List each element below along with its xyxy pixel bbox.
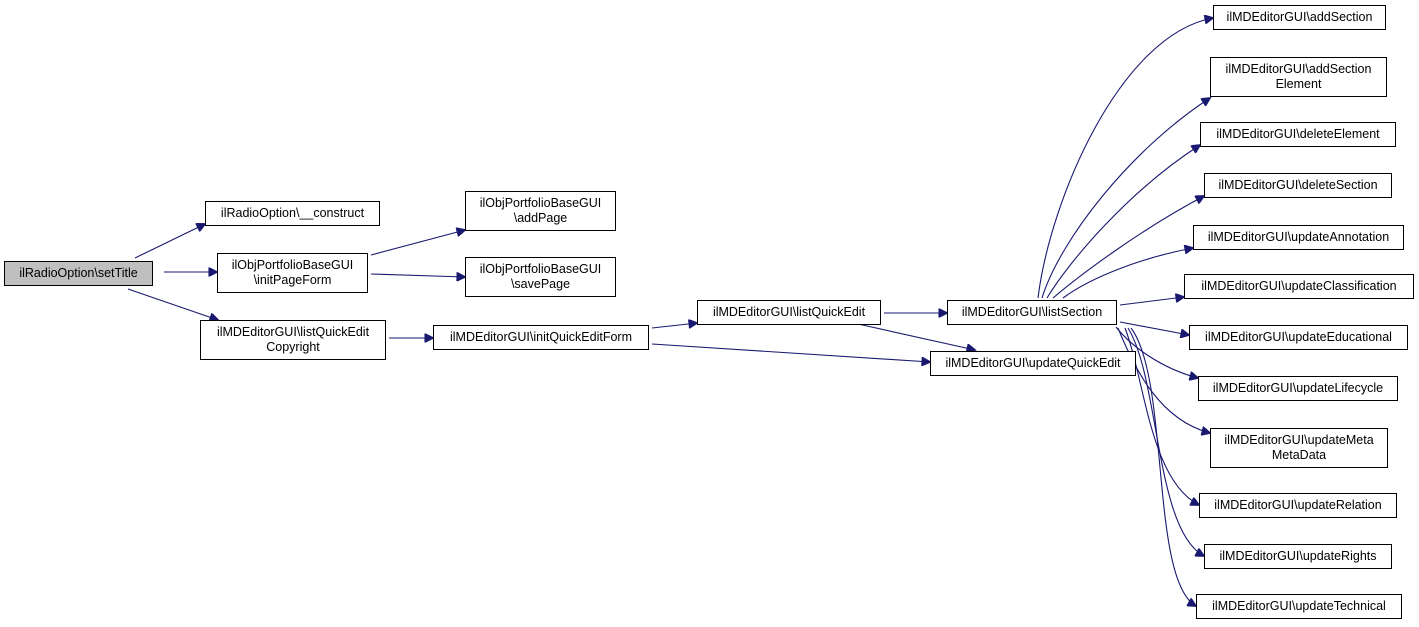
node-mdeditor-listsection[interactable]: ilMDEditorGUI\listSection xyxy=(947,300,1117,325)
node-mdeditor-updateclassification[interactable]: ilMDEditorGUI\updateClassification xyxy=(1184,274,1414,299)
node-mdeditor-deletesection[interactable]: ilMDEditorGUI\deleteSection xyxy=(1204,173,1392,198)
edge-updaterights-to-listsection xyxy=(1127,327,1204,556)
edge-updateclassification-to-listsection xyxy=(1119,297,1184,306)
node-mdeditor-deleteelement[interactable]: ilMDEditorGUI\deleteElement xyxy=(1200,122,1396,147)
edge-addsection-to-listsection xyxy=(1037,18,1213,299)
node-mdeditor-initquickeditform[interactable]: ilMDEditorGUI\initQuickEditForm xyxy=(433,325,649,350)
node-mdeditor-addsection[interactable]: ilMDEditorGUI\addSection xyxy=(1213,5,1386,30)
edge-updatelifecycle-to-listsection xyxy=(1115,326,1198,378)
edge-updaterelation-to-listsection xyxy=(1124,327,1199,505)
node-mdeditor-updateannotation[interactable]: ilMDEditorGUI\updateAnnotation xyxy=(1193,225,1404,250)
node-portfolio-savepage[interactable]: ilObjPortfolioBaseGUI \savePage xyxy=(465,257,616,297)
edge-construct-to-settitle xyxy=(134,224,205,259)
edge-updateannotation-to-listsection xyxy=(1062,248,1193,299)
node-portfolio-initpageform[interactable]: ilObjPortfolioBaseGUI \initPageForm xyxy=(217,253,368,293)
node-mdeditor-addsectionelement[interactable]: ilMDEditorGUI\addSection Element xyxy=(1210,57,1387,97)
node-mdeditor-updatetechnical[interactable]: ilMDEditorGUI\updateTechnical xyxy=(1196,594,1402,619)
edge-updatequickedit-to-listquickedit xyxy=(857,323,975,350)
node-mdeditor-updateeducational[interactable]: ilMDEditorGUI\updateEducational xyxy=(1189,325,1408,350)
node-mdeditor-updatemetametadata[interactable]: ilMDEditorGUI\updateMeta MetaData xyxy=(1210,428,1388,468)
edge-deletesection-to-listsection xyxy=(1052,196,1204,299)
edge-deleteelement-to-listsection xyxy=(1046,145,1200,299)
node-mdeditor-listquickedit[interactable]: ilMDEditorGUI\listQuickEdit xyxy=(697,300,881,325)
edge-savepage-to-initpageform xyxy=(370,274,465,277)
edge-addsectionelement-to-listsection xyxy=(1041,98,1210,299)
edge-updatetechnical-to-listsection xyxy=(1130,327,1196,606)
edge-listquickeditcopyright-to-settitle xyxy=(127,288,218,320)
node-mdeditor-updatelifecycle[interactable]: ilMDEditorGUI\updateLifecycle xyxy=(1198,376,1398,401)
edge-addpage-to-initpageform xyxy=(370,230,465,256)
node-mdeditor-listquickeditcopyright[interactable]: ilMDEditorGUI\listQuickEdit Copyright xyxy=(200,320,386,360)
edge-listquickedit-to-initquickeditform xyxy=(651,323,697,329)
node-mdeditor-updatequickedit[interactable]: ilMDEditorGUI\updateQuickEdit xyxy=(930,351,1136,376)
node-mdeditor-updaterights[interactable]: ilMDEditorGUI\updateRights xyxy=(1204,544,1392,569)
edge-updateeducational-to-listsection xyxy=(1119,321,1189,335)
node-radiooption-construct[interactable]: ilRadioOption\__construct xyxy=(205,201,380,226)
node-portfolio-addpage[interactable]: ilObjPortfolioBaseGUI \addPage xyxy=(465,191,616,231)
node-mdeditor-updaterelation[interactable]: ilMDEditorGUI\updateRelation xyxy=(1199,493,1397,518)
node-radiooption-settitle[interactable]: ilRadioOption\setTitle xyxy=(4,261,153,286)
edge-updatequickedit-to-initquickeditform xyxy=(651,343,930,362)
